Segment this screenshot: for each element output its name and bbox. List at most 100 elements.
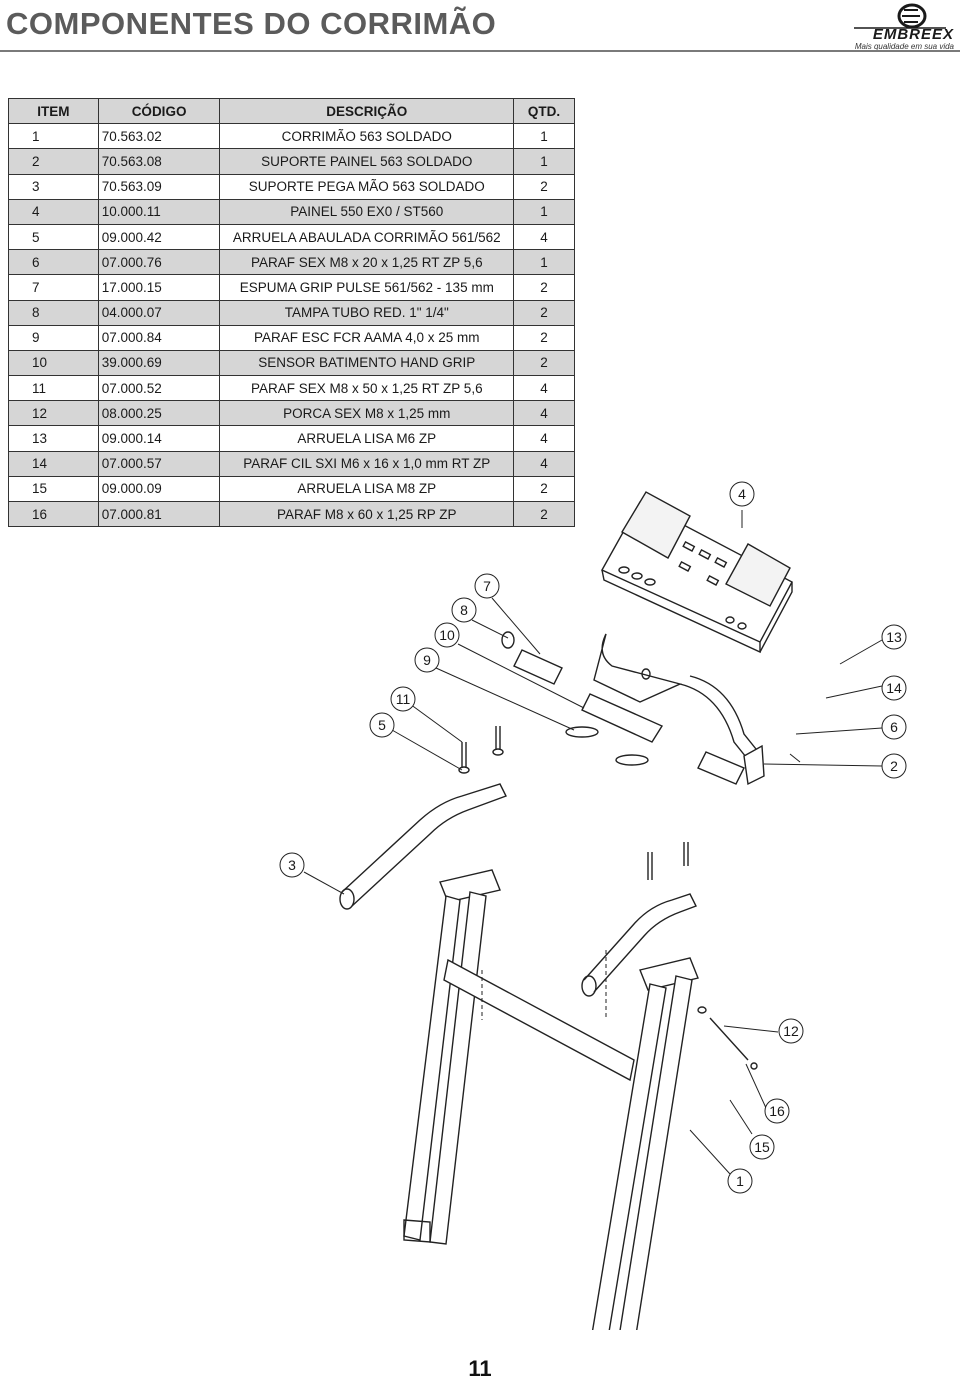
page-header: COMPONENTES DO CORRIMÃO EMBREEX Mais qua… bbox=[0, 0, 960, 52]
cell-description: PAINEL 550 EX0 / ST560 bbox=[219, 198, 515, 225]
column-header-description: DESCRIÇÃO bbox=[219, 97, 515, 125]
column-header-qty: QTD. bbox=[513, 97, 575, 125]
svg-text:14: 14 bbox=[886, 680, 902, 696]
cell-item: 14 bbox=[8, 450, 99, 477]
svg-text:11: 11 bbox=[396, 691, 411, 707]
handle-support-right-part bbox=[581, 842, 697, 997]
cell-description: CORRIMÃO 563 SOLDADO bbox=[219, 123, 515, 150]
callout-9: 9 bbox=[414, 647, 575, 731]
cell-item: 16 bbox=[8, 500, 99, 528]
hand-grip-parts bbox=[501, 631, 745, 785]
callout-11: 11 bbox=[390, 686, 463, 743]
page-number: 11 bbox=[468, 1356, 492, 1381]
cell-description: PARAF M8 x 60 x 1,25 RP ZP bbox=[219, 500, 515, 528]
cell-code: 07.000.84 bbox=[97, 324, 221, 351]
cell-description: PARAF SEX M8 x 50 x 1,25 RT ZP 5,6 bbox=[219, 375, 515, 402]
cell-code: 07.000.57 bbox=[97, 450, 221, 477]
cell-item: 5 bbox=[8, 223, 99, 251]
cell-item: 3 bbox=[8, 173, 99, 200]
cell-qty: 2 bbox=[513, 349, 575, 377]
callout-1: 1 bbox=[689, 1129, 753, 1194]
grip-sensor-part bbox=[615, 754, 649, 766]
cell-code: 17.000.15 bbox=[97, 274, 221, 301]
svg-text:6: 6 bbox=[890, 719, 898, 735]
svg-text:3: 3 bbox=[288, 857, 296, 873]
page-title: COMPONENTES DO CORRIMÃO bbox=[6, 6, 497, 41]
header-divider bbox=[0, 50, 960, 52]
cell-item: 12 bbox=[8, 400, 99, 427]
bolt-part bbox=[458, 726, 504, 774]
cell-code: 04.000.07 bbox=[97, 299, 221, 326]
cell-description: ARRUELA LISA M6 ZP bbox=[219, 425, 515, 452]
svg-text:9: 9 bbox=[423, 652, 431, 668]
cell-description: SUPORTE PAINEL 563 SOLDADO bbox=[219, 148, 515, 175]
svg-text:15: 15 bbox=[754, 1139, 770, 1155]
cell-qty: 1 bbox=[513, 249, 575, 276]
cell-qty: 2 bbox=[513, 274, 575, 301]
svg-text:1: 1 bbox=[736, 1173, 744, 1189]
cell-item: 1 bbox=[8, 123, 99, 150]
brand-tagline: Mais qualidade em sua vida bbox=[854, 42, 954, 51]
cell-item: 13 bbox=[8, 425, 99, 452]
cell-qty: 1 bbox=[513, 148, 575, 175]
cell-code: 10.000.11 bbox=[97, 198, 221, 225]
brand-emblem-icon bbox=[854, 3, 946, 29]
cell-qty: 4 bbox=[513, 450, 575, 477]
svg-text:5: 5 bbox=[378, 717, 386, 733]
callout-6: 6 bbox=[795, 714, 907, 740]
cell-code: 09.000.14 bbox=[97, 425, 221, 452]
svg-text:8: 8 bbox=[460, 602, 468, 618]
cell-item: 10 bbox=[8, 349, 99, 377]
cell-code: 07.000.52 bbox=[97, 375, 221, 402]
brand-name: EMBREEX bbox=[872, 26, 954, 43]
cell-code: 39.000.69 bbox=[97, 349, 221, 377]
cell-item: 9 bbox=[8, 324, 99, 351]
svg-text:4: 4 bbox=[738, 486, 746, 502]
cell-qty: 4 bbox=[513, 400, 575, 427]
cell-description: ARRUELA ABAULADA CORRIMÃO 561/562 bbox=[219, 223, 515, 251]
cell-qty: 4 bbox=[513, 223, 575, 251]
cell-item: 2 bbox=[8, 148, 99, 175]
cell-qty: 2 bbox=[513, 173, 575, 200]
cell-code: 09.000.42 bbox=[97, 223, 221, 251]
table-header-row: ITEM CÓDIGO DESCRIÇÃO QTD. bbox=[8, 97, 575, 125]
callout-13: 13 bbox=[839, 624, 907, 665]
fastener-part bbox=[697, 753, 801, 1070]
callout-14: 14 bbox=[825, 675, 907, 701]
panel-support-part bbox=[593, 633, 765, 786]
cell-description: TAMPA TUBO RED. 1" 1/4" bbox=[219, 299, 515, 326]
cell-item: 11 bbox=[8, 375, 99, 402]
cell-code: 08.000.25 bbox=[97, 400, 221, 427]
callout-2: 2 bbox=[763, 753, 907, 779]
cell-qty: 4 bbox=[513, 375, 575, 402]
cell-qty: 1 bbox=[513, 198, 575, 225]
svg-text:7: 7 bbox=[483, 578, 491, 594]
cell-qty: 2 bbox=[513, 299, 575, 326]
cell-item: 7 bbox=[8, 274, 99, 301]
cell-description: ARRUELA LISA M8 ZP bbox=[219, 475, 515, 503]
cell-description: PARAF CIL SXI M6 x 16 x 1,0 mm RT ZP bbox=[219, 450, 515, 477]
main-frame-part bbox=[403, 869, 699, 1330]
cell-description: PORCA SEX M8 x 1,25 mm bbox=[219, 400, 515, 427]
svg-text:10: 10 bbox=[439, 627, 455, 643]
column-header-code: CÓDIGO bbox=[97, 97, 221, 125]
cell-qty: 2 bbox=[513, 324, 575, 351]
svg-text:2: 2 bbox=[890, 758, 898, 774]
cell-item: 6 bbox=[8, 249, 99, 276]
cell-description: ESPUMA GRIP PULSE 561/562 - 135 mm bbox=[219, 274, 515, 301]
cell-description: PARAF ESC FCR AAMA 4,0 x 25 mm bbox=[219, 324, 515, 351]
cell-description: SUPORTE PEGA MÃO 563 SOLDADO bbox=[219, 173, 515, 200]
